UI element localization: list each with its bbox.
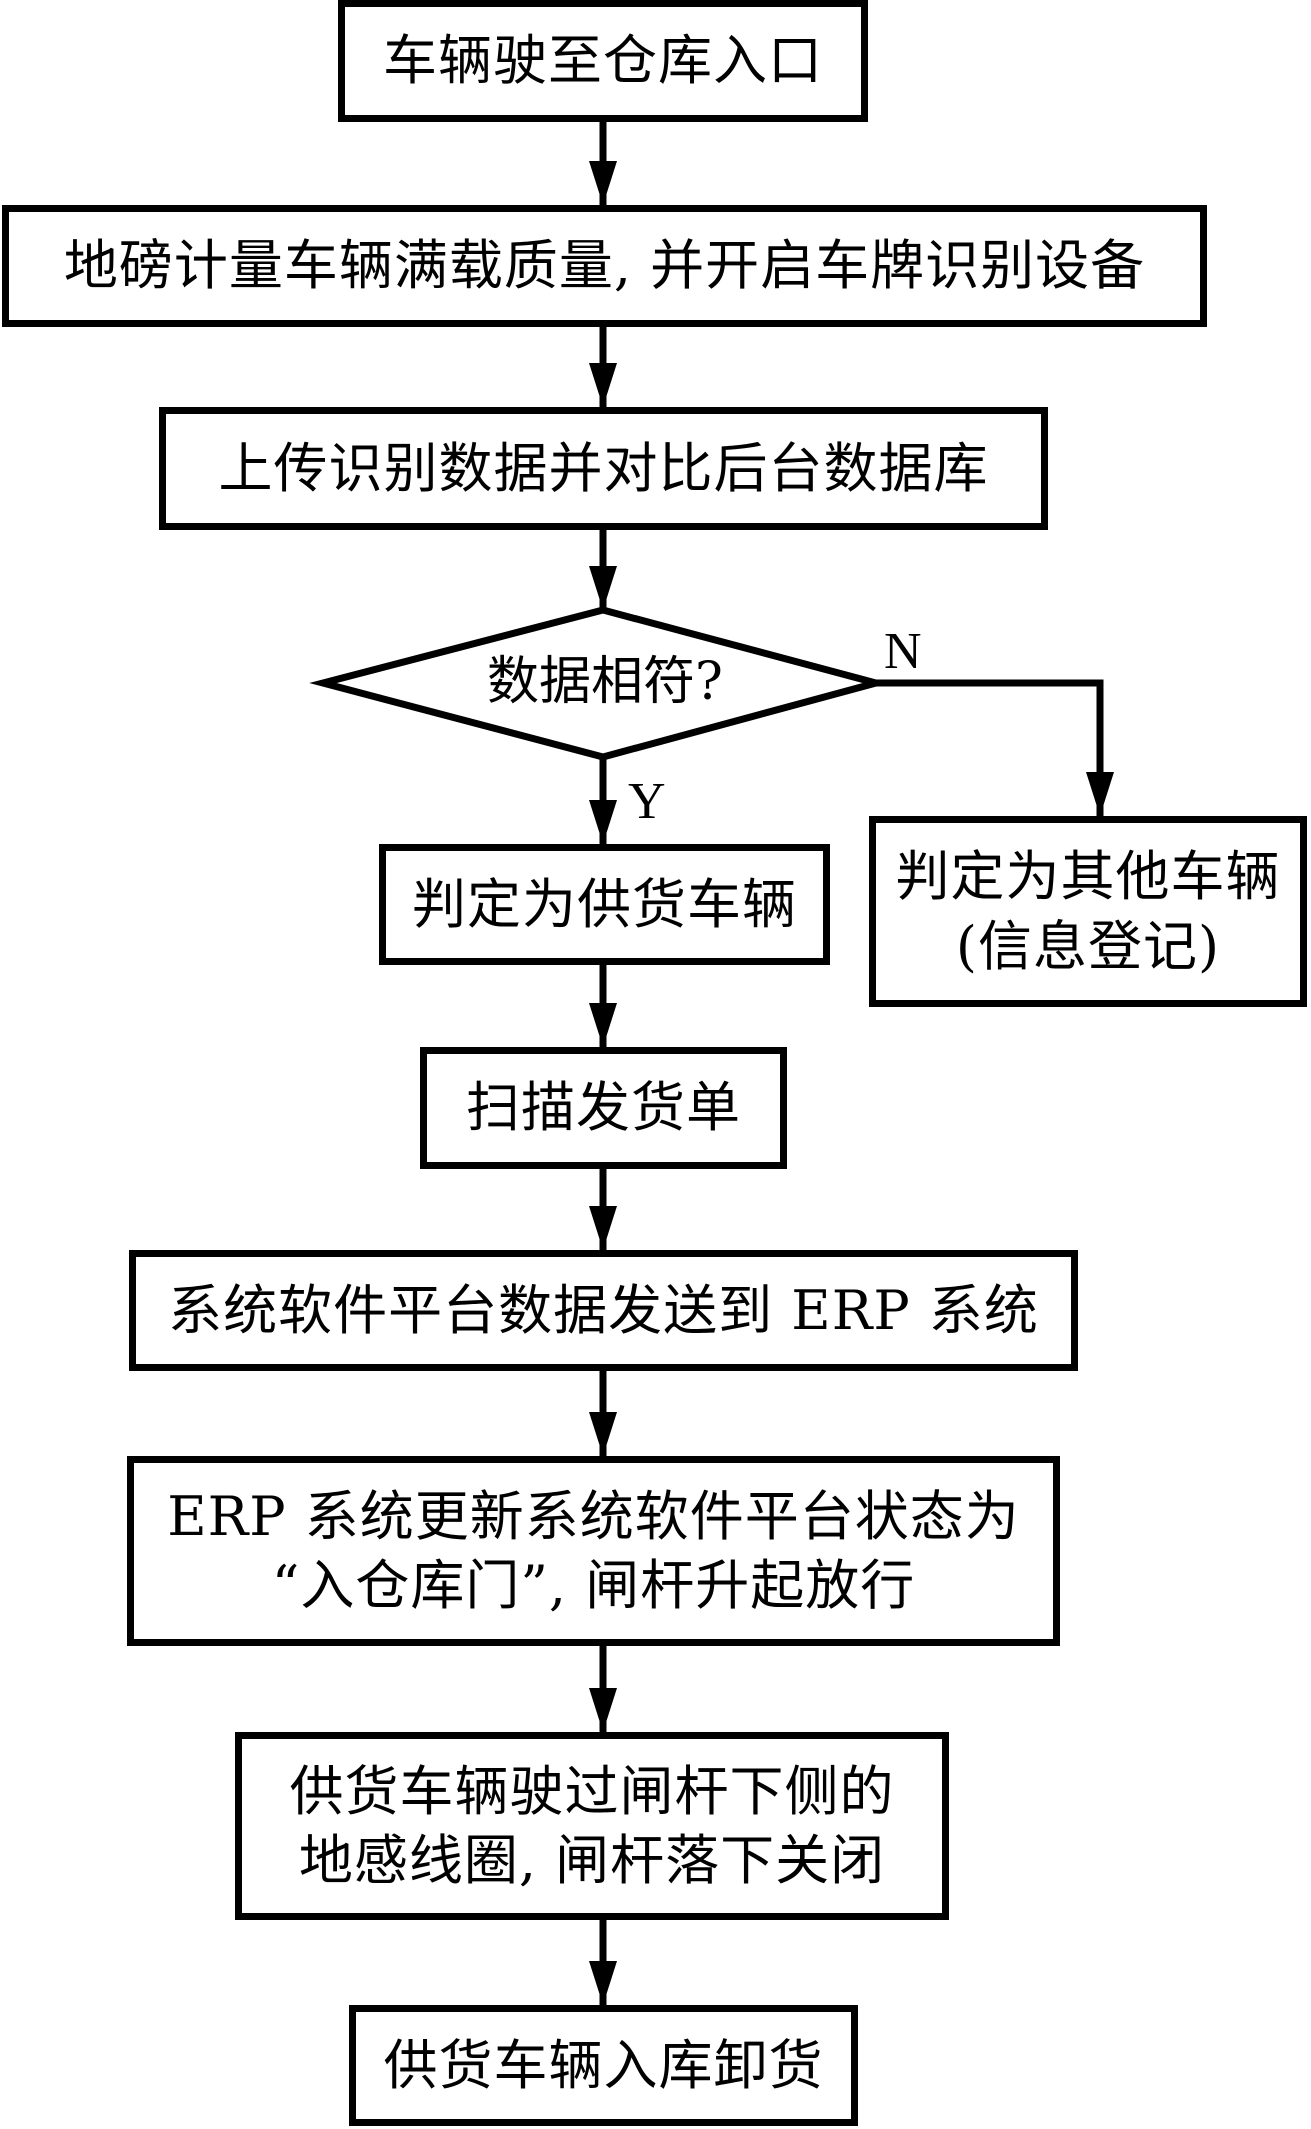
node-other-vehicle-text: 判定为其他车辆 (信息登记)	[895, 845, 1281, 978]
edge-start-weigh-arrowhead-icon	[589, 161, 617, 205]
node-other-vehicle: 判定为其他车辆 (信息登记)	[869, 816, 1307, 1007]
node-weigh-text: 地磅计量车辆满载质量, 并开启车牌识别设备	[63, 234, 1146, 298]
node-start-text: 车辆驶至仓库入口	[383, 29, 823, 93]
node-send-erp-text: 系统软件平台数据发送到 ERP 系统	[168, 1278, 1039, 1342]
node-supply-vehicle-text: 判定为供货车辆	[412, 872, 797, 936]
edge-decision-supply-arrowhead-icon	[589, 800, 617, 844]
edge-weigh-upload-arrowhead-icon	[589, 363, 617, 407]
node-supply-vehicle: 判定为供货车辆	[379, 844, 830, 965]
edge-scan-senderp-arrowhead-icon	[589, 1206, 617, 1250]
edge-decision-other	[876, 679, 1104, 816]
edge-decision-other-arrowhead-icon	[1086, 772, 1114, 816]
node-start: 车辆驶至仓库入口	[338, 0, 868, 122]
node-erp-update-text: ERP 系统更新系统软件平台状态为 “入仓库门”, 闸杆升起放行	[167, 1484, 1020, 1617]
edge-upload-decision-arrowhead-icon	[589, 566, 617, 610]
edge-passgate-unload-arrowhead-icon	[589, 1961, 617, 2005]
node-erp-update: ERP 系统更新系统软件平台状态为 “入仓库门”, 闸杆升起放行	[127, 1456, 1060, 1646]
edge-erpupdate-passgate-arrowhead-icon	[589, 1688, 617, 1732]
edge-label-no: N	[884, 623, 922, 680]
edge-label-yes: Y	[628, 773, 666, 830]
node-pass-gate-text: 供货车辆驶过闸杆下侧的 地感线圈, 闸杆落下关闭	[289, 1759, 895, 1892]
decision-text: 数据相符?	[487, 652, 723, 712]
node-upload-text: 上传识别数据并对比后台数据库	[218, 436, 989, 500]
node-send-erp: 系统软件平台数据发送到 ERP 系统	[129, 1250, 1078, 1371]
edge-senderp-erpupdate-arrowhead-icon	[589, 1412, 617, 1456]
node-scan: 扫描发货单	[420, 1047, 787, 1169]
node-scan-text: 扫描发货单	[466, 1076, 741, 1140]
node-weigh: 地磅计量车辆满载质量, 并开启车牌识别设备	[2, 205, 1207, 327]
node-upload: 上传识别数据并对比后台数据库	[159, 407, 1048, 530]
edge-supply-scan-arrowhead-icon	[589, 1003, 617, 1047]
node-unload: 供货车辆入库卸货	[349, 2005, 858, 2126]
node-unload-text: 供货车辆入库卸货	[383, 2033, 824, 2097]
node-pass-gate: 供货车辆驶过闸杆下侧的 地感线圈, 闸杆落下关闭	[235, 1732, 949, 1920]
